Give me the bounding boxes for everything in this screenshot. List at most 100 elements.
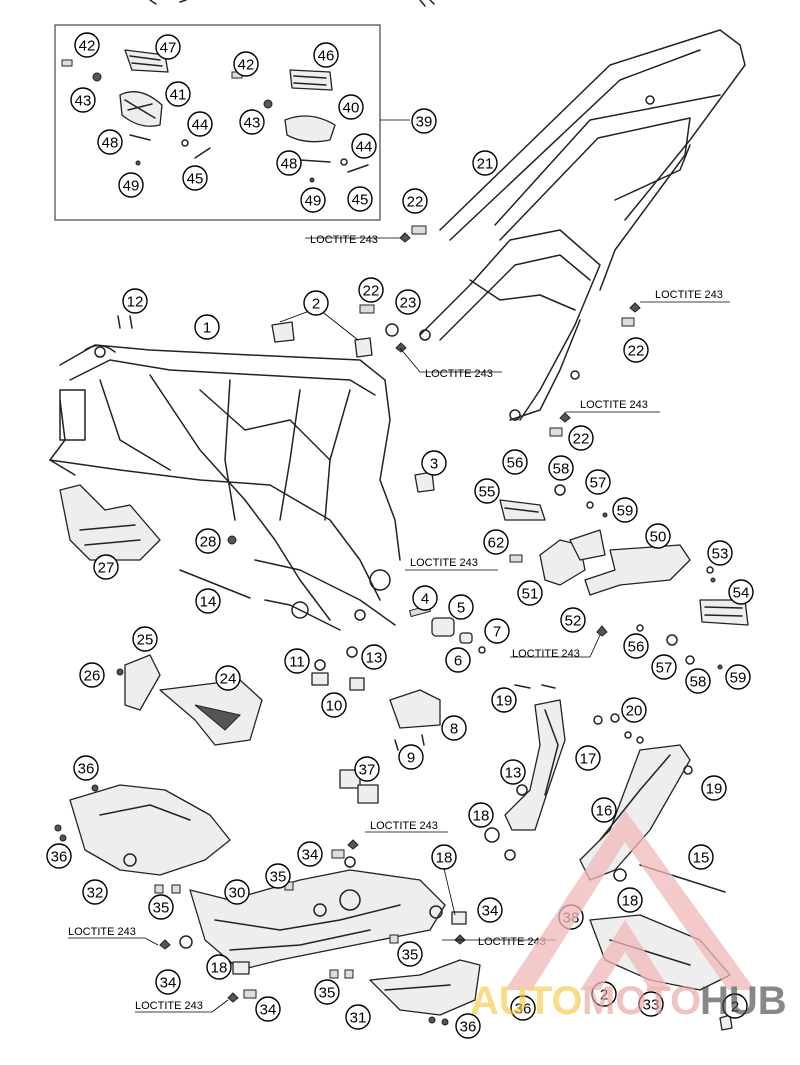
callout-circle: [701, 775, 727, 801]
callout-52: 52: [560, 607, 586, 633]
callout-circle: [321, 692, 347, 718]
callout-34: 34: [477, 897, 503, 923]
callout-circle: [395, 289, 421, 315]
callout-19: 19: [701, 775, 727, 801]
callout-5: 5: [448, 594, 474, 620]
callout-57: 57: [651, 654, 677, 680]
footrest-bracket-17: [484, 684, 644, 861]
callout-number: 32: [87, 885, 104, 902]
callout-number: 42: [79, 38, 96, 55]
callout-59: 59: [612, 497, 638, 523]
callout-number: 18: [622, 893, 639, 910]
callout-44: 44: [187, 111, 213, 137]
callout-48: 48: [276, 150, 302, 176]
callout-35: 35: [314, 979, 340, 1005]
callout-circle: [345, 1004, 371, 1030]
callout-circle: [215, 665, 241, 691]
callout-circle: [46, 843, 72, 869]
callout-circle: [402, 188, 428, 214]
inset-parts: [61, 49, 369, 183]
callout-number: 49: [123, 178, 140, 195]
callout-number: 52: [565, 613, 582, 630]
callout-number: 41: [170, 87, 187, 104]
callout-circle: [502, 449, 528, 475]
callout-number: 5: [457, 600, 465, 617]
callout-42: 42: [74, 32, 100, 58]
main-frame: [49, 344, 401, 631]
callout-34: 34: [297, 841, 323, 867]
callout-number: 19: [496, 693, 513, 710]
callout-number: 59: [730, 670, 747, 687]
callout-13: 13: [361, 644, 387, 670]
callout-36: 36: [46, 843, 72, 869]
loctite-label: LOCTITE 243: [425, 368, 493, 380]
callout-19: 19: [491, 687, 517, 713]
callout-18: 18: [431, 844, 457, 870]
callout-number: 44: [356, 139, 373, 156]
callout-24: 24: [215, 665, 241, 691]
callout-2: 2: [722, 993, 748, 1019]
callout-circle: [483, 529, 509, 555]
callout-circle: [728, 579, 754, 605]
callout-circle: [617, 887, 643, 913]
callout-circle: [455, 1013, 481, 1039]
callout-circle: [623, 337, 649, 363]
callout-11: 11: [284, 648, 310, 674]
callout-46: 46: [313, 42, 339, 68]
callout-number: 62: [488, 535, 505, 552]
callout-number: 24: [220, 671, 237, 688]
inset-box: [54, 24, 381, 221]
callout-circle: [73, 755, 99, 781]
callout-circle: [354, 756, 380, 782]
callout-number: 34: [302, 847, 319, 864]
callout-32: 32: [82, 879, 108, 905]
callout-circle: [182, 165, 208, 191]
callout-number: 18: [211, 960, 228, 977]
callout-43: 43: [70, 87, 96, 113]
callout-circle: [474, 478, 500, 504]
callout-number: 58: [553, 461, 570, 478]
callout-number: 56: [507, 455, 524, 472]
callout-17: 17: [575, 745, 601, 771]
callout-4: 4: [412, 585, 438, 611]
callout-circle: [445, 647, 471, 673]
callout-number: 34: [160, 975, 177, 992]
callout-circle: [621, 697, 647, 723]
callout-33: 33: [638, 991, 664, 1017]
callout-3: 3: [421, 450, 447, 476]
callout-56: 56: [623, 633, 649, 659]
callout-8: 8: [441, 715, 467, 741]
callout-circle: [74, 32, 100, 58]
callout-1: 1: [194, 314, 220, 340]
callout-number: 57: [656, 660, 673, 677]
callout-number: 18: [473, 808, 490, 825]
callout-circle: [314, 979, 340, 1005]
callout-circle: [468, 802, 494, 828]
callout-circle: [194, 314, 220, 340]
callout-number: 23: [400, 295, 417, 312]
callout-47: 47: [155, 34, 181, 60]
callout-40: 40: [338, 94, 364, 120]
callout-circle: [575, 745, 601, 771]
callout-number: 45: [187, 171, 204, 188]
callout-circle: [300, 187, 326, 213]
callout-circle: [707, 540, 733, 566]
callout-number: 42: [238, 57, 255, 74]
callout-number: 56: [628, 639, 645, 656]
callout-35: 35: [148, 894, 174, 920]
callout-circle: [347, 186, 373, 212]
callout-56: 56: [502, 449, 528, 475]
callout-circle: [623, 633, 649, 659]
callout-23: 23: [395, 289, 421, 315]
loctite-labels: LOCTITE 243 LOCTITE 243 LOCTITE 243 LOCT…: [68, 234, 723, 1012]
callout-22: 22: [358, 277, 384, 303]
callout-35: 35: [397, 941, 423, 967]
callout-53: 53: [707, 540, 733, 566]
callout-number: 43: [75, 93, 92, 110]
callout-number: 36: [78, 761, 95, 778]
callout-circle: [79, 662, 105, 688]
callout-circle: [560, 607, 586, 633]
callout-circle: [297, 841, 323, 867]
callout-circle: [224, 879, 250, 905]
callout-45: 45: [182, 165, 208, 191]
